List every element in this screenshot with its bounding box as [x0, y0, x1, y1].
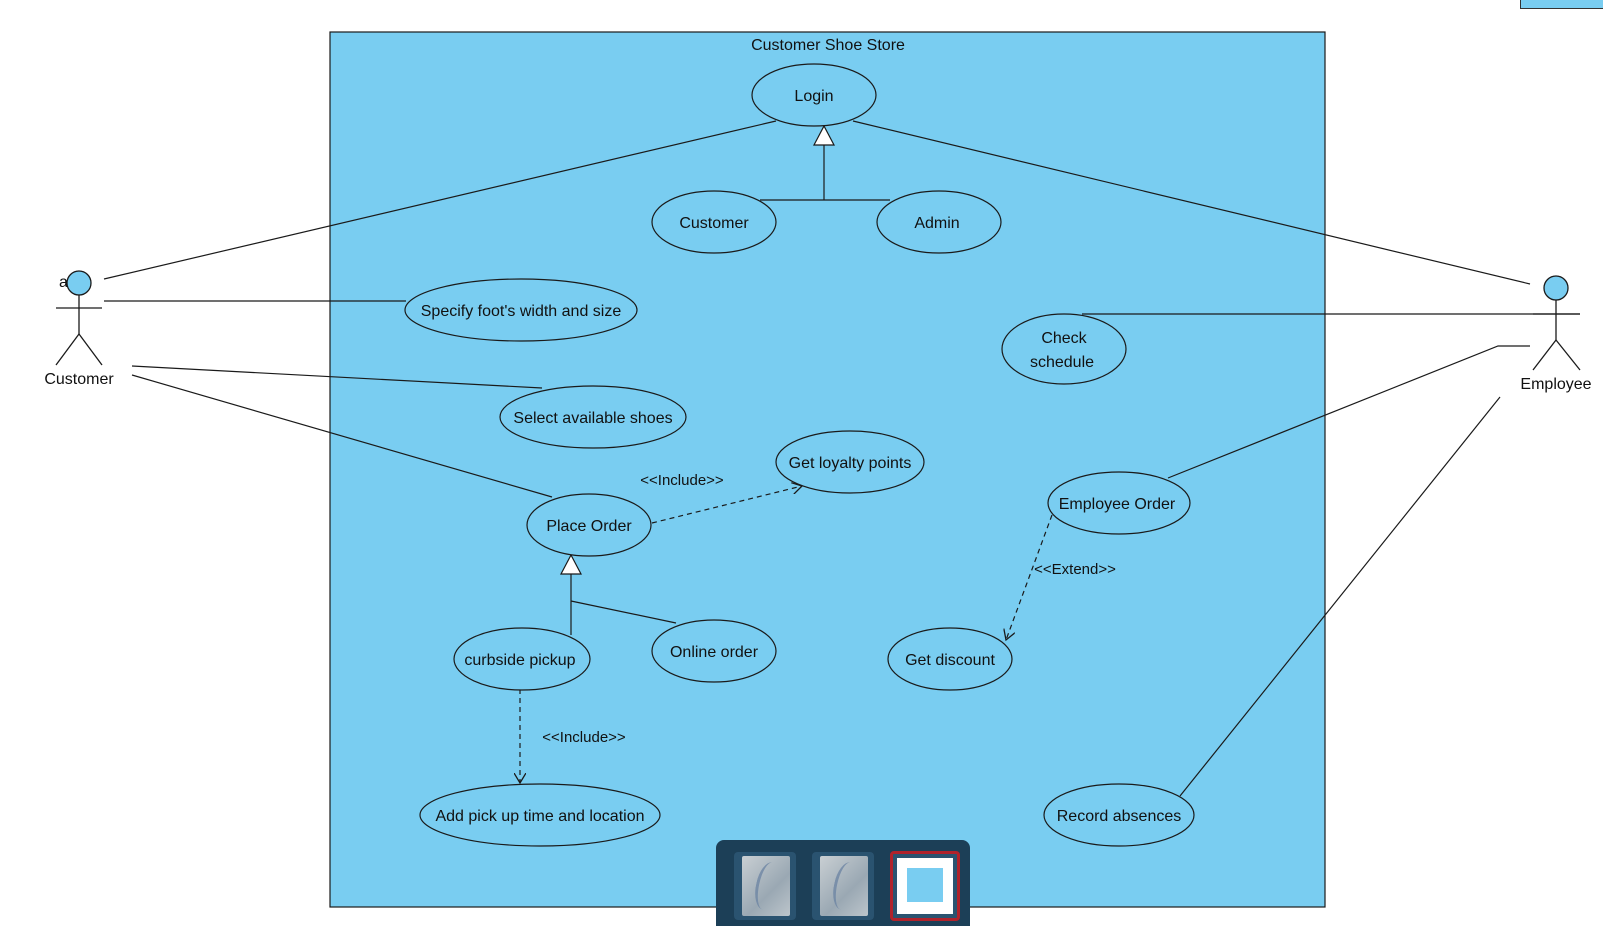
- usecase-employee-order[interactable]: Employee Order: [1047, 471, 1191, 535]
- usecase-customer[interactable]: Customer: [651, 190, 777, 254]
- svg-text:schedule: schedule: [1030, 354, 1094, 371]
- usecase-admin[interactable]: Admin: [876, 190, 1002, 254]
- assoc-customer-select: [131, 365, 543, 389]
- assoc-employee-absences: [1179, 396, 1501, 797]
- actor-customer[interactable]: a Customer: [44, 270, 114, 388]
- associations: [103, 120, 1580, 797]
- usecase-curbside-pickup[interactable]: curbside pickup: [453, 627, 591, 691]
- stereotype-include-pickup: <<Include>>: [542, 729, 626, 746]
- usecase-place-order[interactable]: Place Order: [526, 493, 652, 557]
- svg-text:Get loyalty points: Get loyalty points: [789, 455, 912, 472]
- svg-text:Place Order: Place Order: [546, 518, 632, 535]
- page-thumbnail-bar: [716, 840, 970, 926]
- usecase-check-schedule[interactable]: Check schedule: [1001, 313, 1127, 385]
- notebook-photo-thumbnail: [742, 856, 790, 916]
- usecase-login[interactable]: Login: [751, 63, 877, 127]
- usecase-record-absences[interactable]: Record absences: [1043, 783, 1195, 847]
- svg-text:Add pick up time and location: Add pick up time and location: [435, 808, 644, 825]
- stereotype-extend-discount: <<Extend>>: [1034, 561, 1116, 578]
- page-thumbnail-1[interactable]: [734, 852, 796, 920]
- page-thumbnail-2[interactable]: [812, 852, 874, 920]
- actor-customer-stray-char: a: [59, 274, 68, 291]
- include-loyalty-line: [651, 486, 802, 524]
- stereotype-include-loyalty: <<Include>>: [640, 472, 724, 489]
- usecase-get-discount[interactable]: Get discount: [887, 627, 1013, 691]
- svg-text:Check: Check: [1041, 330, 1087, 347]
- svg-text:Login: Login: [794, 88, 833, 105]
- usecase-specify-foot[interactable]: Specify foot's width and size: [404, 278, 638, 342]
- svg-text:Customer: Customer: [679, 215, 749, 232]
- svg-text:Record absences: Record absences: [1057, 808, 1182, 825]
- assoc-employee-order: [1167, 345, 1530, 479]
- generalization-placeorder: [560, 553, 677, 635]
- dependencies: [520, 486, 1053, 783]
- usecase-online-order[interactable]: Online order: [651, 619, 777, 683]
- actor-employee-label: Employee: [1520, 376, 1591, 393]
- assoc-employee-login: [852, 120, 1531, 285]
- notebook-photo-thumbnail: [820, 856, 868, 916]
- extend-discount-line: [1006, 514, 1053, 640]
- system-title: Customer Shoe Store: [751, 37, 905, 54]
- svg-text:Employee Order: Employee Order: [1059, 496, 1176, 513]
- svg-text:Specify foot's width and size: Specify foot's width and size: [421, 303, 622, 320]
- svg-text:Get discount: Get discount: [905, 652, 995, 669]
- usecase-add-pickup[interactable]: Add pick up time and location: [419, 783, 661, 847]
- diagram-thumbnail: [897, 858, 953, 914]
- usecase-loyalty-points[interactable]: Get loyalty points: [775, 430, 925, 494]
- svg-text:curbside pickup: curbside pickup: [464, 652, 575, 669]
- svg-text:Admin: Admin: [914, 215, 959, 232]
- usecase-select-shoes[interactable]: Select available shoes: [499, 385, 687, 449]
- actor-customer-label: Customer: [44, 371, 114, 388]
- page-thumbnail-3-selected[interactable]: [890, 851, 960, 921]
- offscreen-shape-corner: [1520, 0, 1603, 9]
- actor-employee[interactable]: Employee: [1520, 275, 1592, 393]
- generalization-login: [760, 124, 890, 201]
- assoc-customer-placeorder: [131, 374, 553, 498]
- assoc-customer-login: [103, 120, 777, 280]
- svg-text:Select available shoes: Select available shoes: [513, 410, 672, 427]
- svg-text:Online order: Online order: [670, 644, 759, 661]
